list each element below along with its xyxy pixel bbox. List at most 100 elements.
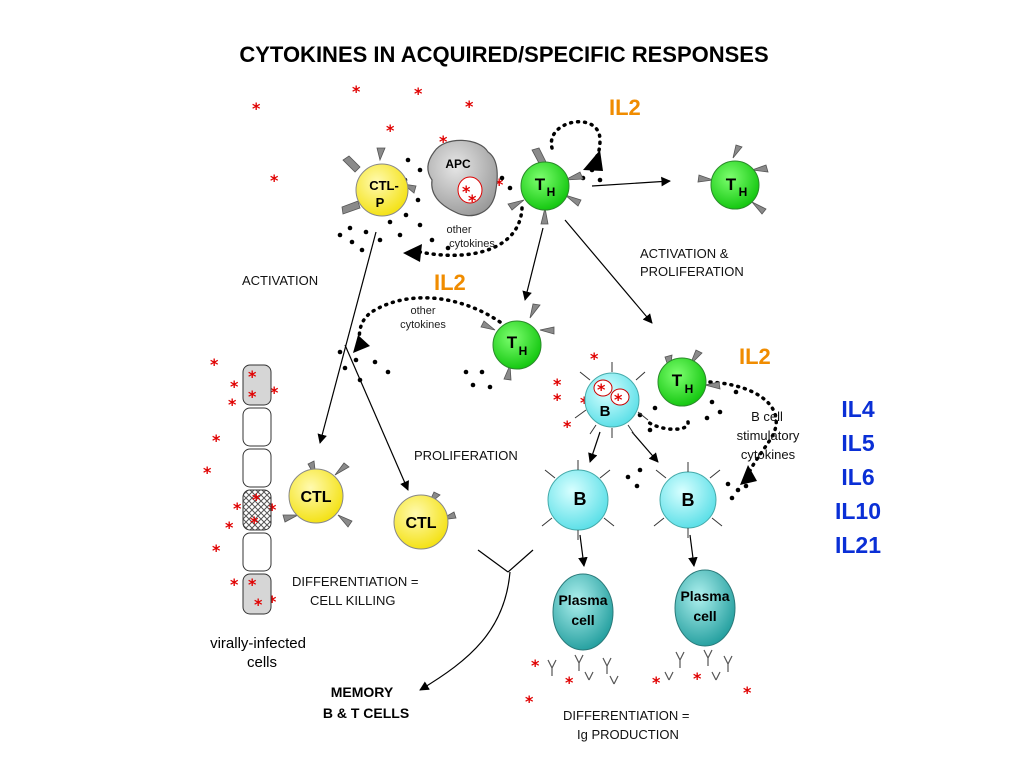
svg-text:*: * xyxy=(248,387,257,406)
b-cell-activated: * * B xyxy=(584,372,640,428)
proliferation-label: PROLIFERATION xyxy=(414,448,518,463)
activation-proliferation-label-2: PROLIFERATION xyxy=(640,264,744,279)
svg-text:*: * xyxy=(270,171,279,190)
apc-cell: APC * * xyxy=(427,139,498,217)
svg-text:*: * xyxy=(414,84,423,103)
svg-text:*: * xyxy=(252,99,261,118)
svg-text:*: * xyxy=(250,513,259,532)
svg-text:T: T xyxy=(672,371,683,390)
differentiation-ig-label-2: Ig PRODUCTION xyxy=(577,727,679,742)
activation-proliferation-label-1: ACTIVATION & xyxy=(640,246,729,261)
cytokine-paths xyxy=(357,120,778,477)
svg-text:other: other xyxy=(410,305,435,317)
virally-infected-cells xyxy=(242,364,272,615)
memory-label-1: MEMORY xyxy=(331,684,394,700)
th-cell-proliferated: T H xyxy=(710,160,760,210)
svg-text:*: * xyxy=(468,191,477,210)
svg-text:CTL: CTL xyxy=(405,515,436,532)
svg-text:*: * xyxy=(525,692,534,711)
svg-text:H: H xyxy=(547,185,556,199)
svg-text:*: * xyxy=(597,380,606,399)
svg-text:*: * xyxy=(268,592,277,611)
svg-text:CTL-: CTL- xyxy=(369,178,399,193)
differentiation-killing-label-1: DIFFERENTIATION = xyxy=(292,574,419,589)
virally-infected-label-1: virally-infected xyxy=(210,635,306,652)
il2-label-top: IL2 xyxy=(609,95,641,120)
b-cell-lower-spikes xyxy=(541,460,723,540)
svg-text:B: B xyxy=(682,490,695,510)
svg-text:*: * xyxy=(203,463,212,482)
svg-text:*: * xyxy=(352,82,361,101)
svg-text:*: * xyxy=(248,575,257,594)
bcell-stim-label-1: B cell xyxy=(751,409,783,424)
svg-text:*: * xyxy=(563,417,572,436)
svg-text:cell: cell xyxy=(693,608,716,624)
page-title: CYTOKINES IN ACQUIRED/SPECIFIC RESPONSES xyxy=(239,42,768,67)
svg-text:Plasma: Plasma xyxy=(558,592,607,608)
svg-text:*: * xyxy=(268,500,277,519)
memory-label-2: B & T CELLS xyxy=(323,705,409,721)
b-cell-left: B xyxy=(547,469,609,531)
svg-text:*: * xyxy=(465,97,474,116)
svg-text:*: * xyxy=(225,518,234,537)
svg-text:*: * xyxy=(743,683,752,702)
ctl-precursor-cell: CTL- P xyxy=(355,163,409,217)
th-cell-main: T H xyxy=(520,161,570,211)
svg-text:CTL: CTL xyxy=(300,489,331,506)
flow-arrows xyxy=(317,176,698,691)
svg-text:cell: cell xyxy=(571,612,594,628)
cytokine-arrowheads xyxy=(353,150,757,485)
svg-text:IL5: IL5 xyxy=(841,430,874,456)
svg-text:*: * xyxy=(270,383,279,402)
il2-label-right: IL2 xyxy=(739,344,771,369)
svg-text:*: * xyxy=(228,395,237,414)
b-cell-right: B xyxy=(659,471,717,529)
cytokine-dots xyxy=(337,157,749,501)
svg-text:*: * xyxy=(230,575,239,594)
plasma-cell-right: Plasma cell xyxy=(674,569,736,647)
th-cell-helper-b: T H xyxy=(657,357,707,407)
svg-text:B: B xyxy=(574,489,587,509)
svg-text:H: H xyxy=(739,185,748,199)
svg-text:*: * xyxy=(210,355,219,374)
svg-text:*: * xyxy=(439,132,448,151)
th-cell-middle: T H xyxy=(492,320,542,370)
svg-text:cytokines: cytokines xyxy=(400,319,446,331)
svg-text:*: * xyxy=(230,377,239,396)
interleukin-list: IL4 IL5 IL6 IL10 IL21 xyxy=(835,396,881,558)
svg-text:IL21: IL21 xyxy=(835,532,881,558)
svg-text:APC: APC xyxy=(445,157,471,171)
svg-text:*: * xyxy=(553,390,562,409)
bcell-stim-label-2: stimulatory xyxy=(737,428,800,443)
virally-infected-label-2: cells xyxy=(247,654,277,671)
svg-text:*: * xyxy=(565,673,574,692)
receptor-spikes xyxy=(282,144,769,528)
svg-text:T: T xyxy=(535,175,546,194)
antigen-stars: * * * * * * * * * * * * * * * * * * * * … xyxy=(203,82,752,711)
antibody-glyphs xyxy=(547,649,733,685)
svg-text:cytokines: cytokines xyxy=(449,238,495,250)
svg-text:P: P xyxy=(376,195,385,210)
svg-text:*: * xyxy=(614,390,623,409)
svg-text:B: B xyxy=(600,403,611,420)
svg-text:other: other xyxy=(446,224,471,236)
svg-text:Plasma: Plasma xyxy=(680,588,729,604)
svg-text:*: * xyxy=(590,349,599,368)
svg-text:H: H xyxy=(685,382,694,396)
plasma-cell-left: Plasma cell xyxy=(552,573,614,651)
differentiation-killing-label-2: CELL KILLING xyxy=(310,593,396,608)
svg-text:*: * xyxy=(252,490,261,509)
svg-text:*: * xyxy=(212,431,221,450)
svg-text:*: * xyxy=(580,393,589,412)
svg-text:IL10: IL10 xyxy=(835,498,881,524)
svg-text:*: * xyxy=(495,175,504,194)
svg-text:IL4: IL4 xyxy=(841,396,874,422)
svg-text:*: * xyxy=(212,541,221,560)
svg-text:*: * xyxy=(553,375,562,394)
svg-text:IL6: IL6 xyxy=(841,464,874,490)
svg-text:T: T xyxy=(726,175,737,194)
bcell-stim-label-3: cytokines xyxy=(741,447,796,462)
svg-text:*: * xyxy=(254,595,263,614)
svg-text:*: * xyxy=(652,673,661,692)
